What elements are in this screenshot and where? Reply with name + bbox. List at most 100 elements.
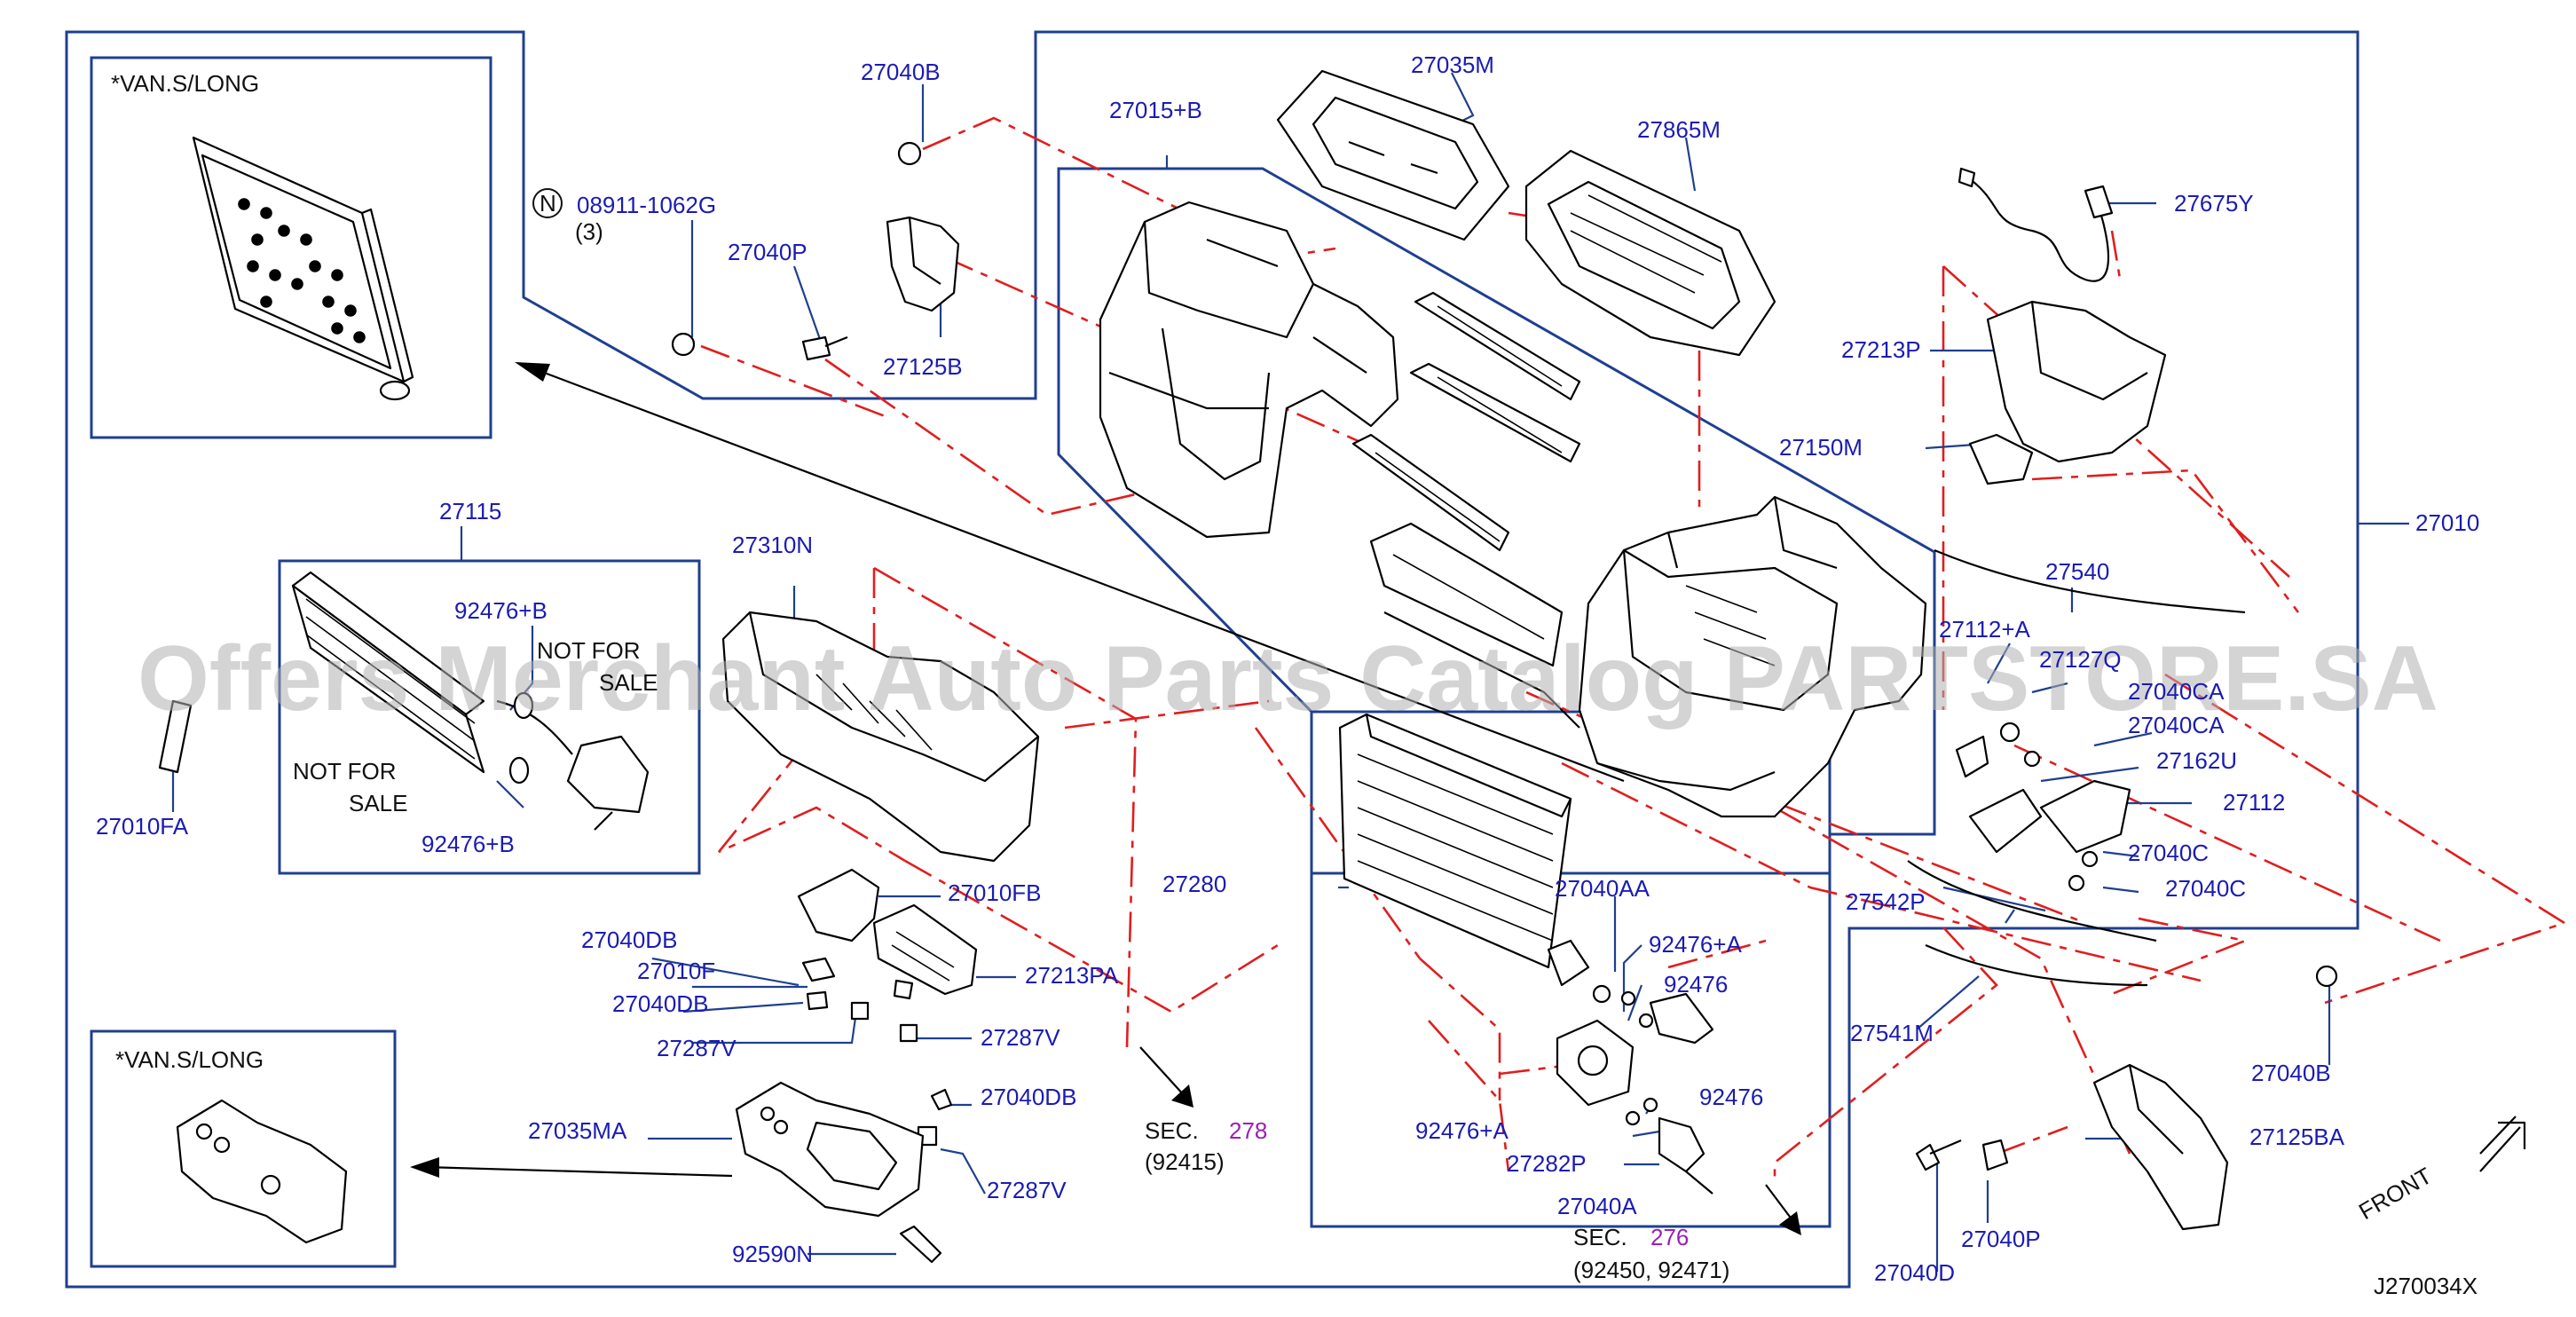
not-for-sale-1-line1: NOT FOR bbox=[537, 637, 641, 664]
callout-27040aa[interactable]: 27040AA bbox=[1555, 875, 1650, 902]
callout-92476-2[interactable]: 92476 bbox=[1699, 1084, 1763, 1110]
diagram-id: J270034X bbox=[2374, 1273, 2478, 1299]
inset-box-filter bbox=[90, 56, 492, 439]
heater-case-drawing bbox=[1578, 495, 1927, 818]
bracket-27125b-drawing bbox=[886, 216, 960, 312]
callout-27213pa[interactable]: 27213PA bbox=[1025, 962, 1119, 989]
callout-27010fa[interactable]: 27010FA bbox=[96, 813, 189, 840]
callout-27150m[interactable]: 27150M bbox=[1779, 434, 1863, 461]
callout-labels: 27040B 27035M 27015+B 27865M 08911-1062G… bbox=[96, 51, 2479, 1286]
callout-27035ma[interactable]: 27035MA bbox=[528, 1117, 627, 1144]
watermark: Offers Merchant Auto Parts Catalog PARTS… bbox=[138, 627, 2438, 730]
callout-27112a[interactable]: 27112+A bbox=[1939, 616, 2031, 643]
callout-27541m[interactable]: 27541M bbox=[1850, 1020, 1934, 1046]
nut-27040b-bottom bbox=[2315, 965, 2338, 988]
screw-27040db-a bbox=[806, 990, 829, 1011]
cushion-27287v-b bbox=[899, 1023, 918, 1043]
callout-27127q[interactable]: 27127Q bbox=[2039, 646, 2122, 673]
callout-27675y[interactable]: 27675Y bbox=[2174, 190, 2254, 217]
callout-27010fb[interactable]: 27010FB bbox=[948, 879, 1042, 906]
arrow-line-top bbox=[527, 365, 1625, 783]
nut-27040b-top bbox=[897, 141, 922, 166]
callout-27115[interactable]: 27115 bbox=[439, 498, 501, 524]
callout-27280[interactable]: 27280 bbox=[1162, 871, 1226, 897]
callout-27287v-1[interactable]: 27287V bbox=[657, 1035, 737, 1061]
callout-27040db-3[interactable]: 27040DB bbox=[981, 1084, 1076, 1110]
arrow-head-bottom bbox=[410, 1157, 439, 1178]
callout-27040db-1[interactable]: 27040DB bbox=[581, 927, 677, 953]
screw-27040db-b bbox=[893, 979, 914, 1000]
expansion-valve-drawing bbox=[1556, 984, 1714, 1195]
sec-276-number[interactable]: 276 bbox=[1650, 1224, 1689, 1250]
clip-27010f bbox=[801, 957, 836, 982]
callout-27310n[interactable]: 27310N bbox=[732, 532, 813, 558]
cable-27541m-drawing bbox=[1925, 943, 2148, 987]
n-symbol-circle bbox=[532, 188, 563, 218]
callout-27125ba[interactable]: 27125BA bbox=[2249, 1124, 2345, 1150]
callout-27125b[interactable]: 27125B bbox=[883, 353, 963, 380]
seal-27035ma-drawing bbox=[735, 1081, 925, 1218]
frame-lines bbox=[65, 30, 2359, 1289]
nut-08911-drawing bbox=[671, 332, 696, 357]
screw-27040d-drawing bbox=[1915, 1139, 1962, 1171]
callout-27035m[interactable]: 27035M bbox=[1411, 51, 1494, 78]
callout-27040a[interactable]: 27040A bbox=[1557, 1193, 1637, 1219]
callout-27010[interactable]: 27010 bbox=[2415, 509, 2479, 536]
leader-lines bbox=[171, 72, 2409, 1272]
door-assemblies-drawing bbox=[1351, 291, 1581, 729]
callout-27162u[interactable]: 27162U bbox=[2156, 747, 2237, 774]
callout-92476b-1[interactable]: 92476+B bbox=[454, 597, 547, 624]
callout-27542p[interactable]: 27542P bbox=[1846, 888, 1926, 915]
callout-27040b-top[interactable]: 27040B bbox=[861, 59, 941, 85]
seal-27035m-drawing bbox=[1276, 69, 1510, 241]
callout-27282p[interactable]: 27282P bbox=[1507, 1150, 1587, 1177]
callout-92476a-1[interactable]: 92476+A bbox=[1649, 931, 1742, 958]
sec-278-number[interactable]: 278 bbox=[1229, 1117, 1267, 1144]
sec-278-ref: (92415) bbox=[1145, 1148, 1225, 1175]
lower-case-drawing bbox=[721, 611, 1040, 863]
section-refs: SEC. 278 (92415) SEC. 276 (92450, 92471) bbox=[1145, 1117, 1729, 1283]
callout-27040db-2[interactable]: 27040DB bbox=[612, 990, 708, 1017]
part-drawings bbox=[158, 69, 2338, 1264]
intake-27865m-drawing bbox=[1524, 149, 1776, 357]
callout-27040d[interactable]: 27040D bbox=[1874, 1259, 1955, 1286]
callout-27040p-bottom[interactable]: 27040P bbox=[1961, 1226, 2041, 1252]
cable-27542p-drawing bbox=[1907, 860, 2157, 942]
callout-92590n[interactable]: 92590N bbox=[732, 1241, 813, 1267]
callout-27040p-top[interactable]: 27040P bbox=[728, 239, 807, 265]
inset-box-heater bbox=[278, 559, 701, 875]
callout-27040c-2[interactable]: 27040C bbox=[2165, 875, 2246, 902]
actuator-27213pa-drawing bbox=[872, 903, 978, 996]
callout-92476a-2[interactable]: 92476+A bbox=[1415, 1117, 1509, 1144]
cable-27540-drawing bbox=[1934, 548, 2246, 614]
screw-27040p-top bbox=[801, 335, 848, 361]
inset-box-seal bbox=[90, 1029, 397, 1268]
callout-08911-1062g[interactable]: 08911-1062G bbox=[577, 192, 716, 218]
drain-92590n-drawing bbox=[899, 1225, 942, 1264]
n-symbol: N bbox=[540, 190, 556, 217]
callout-27015b[interactable]: 27015+B bbox=[1109, 97, 1202, 123]
callout-27540[interactable]: 27540 bbox=[2045, 558, 2109, 585]
callout-27010f[interactable]: 27010F bbox=[637, 958, 715, 984]
blower-upper-case-drawing bbox=[1099, 201, 1399, 539]
heater-core-drawing bbox=[291, 571, 650, 831]
callout-27112[interactable]: 27112 bbox=[2223, 789, 2285, 816]
callout-92476-1[interactable]: 92476 bbox=[1664, 971, 1728, 998]
callout-27040ca-2[interactable]: 27040CA bbox=[2128, 712, 2225, 738]
strip-27010fa-drawing bbox=[158, 699, 193, 774]
cushion-27287v-a bbox=[850, 1001, 870, 1021]
actuator-27213p-drawing bbox=[1968, 300, 2167, 485]
callout-27865m[interactable]: 27865M bbox=[1637, 116, 1721, 143]
callout-27040c-1[interactable]: 27040C bbox=[2128, 840, 2209, 866]
not-for-sale-1-line2: SALE bbox=[599, 669, 658, 696]
callout-27040b-bottom[interactable]: 27040B bbox=[2251, 1060, 2331, 1086]
variant-note-top: *VAN.S/LONG bbox=[111, 70, 259, 97]
callout-27040ca-1[interactable]: 27040CA bbox=[2128, 678, 2225, 705]
front-arrow-icon bbox=[2479, 1116, 2526, 1172]
direction-arrows bbox=[410, 362, 2526, 1235]
screw-27040p-bottom bbox=[1981, 1139, 2009, 1171]
callout-27213p[interactable]: 27213P bbox=[1841, 336, 1921, 363]
callout-27287v-3[interactable]: 27287V bbox=[987, 1177, 1067, 1203]
callout-92476b-2[interactable]: 92476+B bbox=[421, 831, 515, 857]
callout-27287v-2[interactable]: 27287V bbox=[981, 1024, 1060, 1051]
